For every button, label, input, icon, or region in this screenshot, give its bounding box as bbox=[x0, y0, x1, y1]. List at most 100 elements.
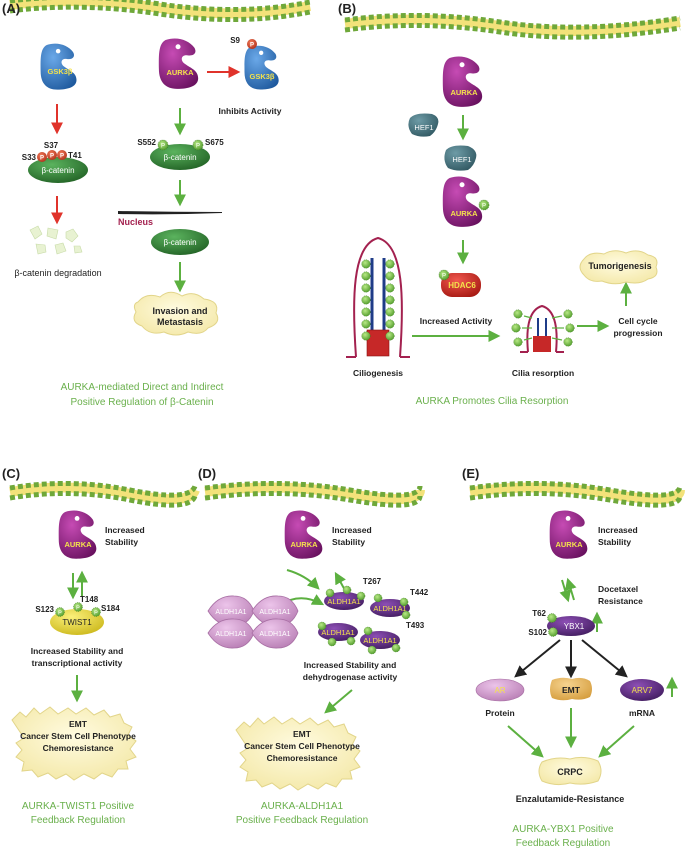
beta-catenin-left bbox=[28, 157, 88, 183]
panel-b-letter: (B) bbox=[338, 1, 356, 16]
effect-label-d-2: dehydrogenase activity bbox=[303, 672, 398, 682]
s33-label: S33 bbox=[22, 153, 37, 162]
cilium-resorbing bbox=[520, 304, 564, 353]
mrna-label: mRNA bbox=[629, 708, 655, 718]
aurka-label-b: AURKA bbox=[450, 88, 478, 97]
stability-label-e-1: Increased bbox=[598, 525, 638, 535]
svg-text:P: P bbox=[76, 606, 80, 612]
beta-catenin-nuclear-label: β-catenin bbox=[163, 238, 196, 247]
svg-text:P: P bbox=[40, 156, 44, 162]
hef1-free-label: HEF1 bbox=[414, 123, 433, 132]
beta-catenin-mid bbox=[150, 144, 210, 170]
panel-e-caption-1: AURKA-YBX1 Positive bbox=[512, 824, 614, 835]
panel-d-letter: (D) bbox=[198, 466, 216, 481]
invasion-label-1: Invasion and bbox=[152, 306, 207, 316]
panel-d-caption-2: Positive Feedback Regulation bbox=[236, 815, 368, 826]
effect-label-c-2: transcriptional activity bbox=[32, 658, 123, 668]
svg-text:P: P bbox=[161, 144, 165, 150]
phospho-aldh-label-2: ALDH1A1 bbox=[373, 604, 406, 613]
panel-a-letter: (A) bbox=[2, 1, 20, 16]
emt-label-c-1: EMT bbox=[69, 719, 88, 729]
membrane-c bbox=[9, 480, 200, 508]
arrow-ybx1-to-arv7 bbox=[581, 639, 628, 678]
protein-label: Protein bbox=[485, 708, 514, 718]
hef1-free bbox=[408, 113, 439, 137]
svg-text:P: P bbox=[60, 154, 64, 160]
membrane-d bbox=[204, 480, 425, 508]
ar-label: AR bbox=[494, 686, 505, 695]
beta-catenin-mid-label: β-catenin bbox=[163, 153, 196, 162]
arrow-ar-to-crpc bbox=[507, 725, 544, 758]
degradation-fragments bbox=[29, 225, 83, 255]
t267-label: T267 bbox=[363, 577, 382, 586]
gsk3b-label: GSK3β bbox=[47, 67, 72, 76]
arv7-mrna bbox=[620, 679, 664, 701]
beta-catenin-nuclear bbox=[151, 229, 209, 255]
panel-e-letter: (E) bbox=[462, 466, 479, 481]
tumorigenesis-label: Tumorigenesis bbox=[588, 261, 651, 271]
membrane-e bbox=[469, 480, 685, 508]
svg-text:P: P bbox=[94, 611, 98, 617]
gsk3b-inhibited-kinase bbox=[244, 45, 279, 90]
arrow-ybx1-to-ar bbox=[514, 639, 561, 678]
s675-label: S675 bbox=[205, 138, 224, 147]
nucleus-label: Nucleus bbox=[118, 217, 153, 227]
aurka-kinase-c bbox=[58, 510, 97, 559]
ybx1 bbox=[547, 616, 595, 636]
panel-a-caption-2: Positive Regulation of β-Catenin bbox=[70, 397, 213, 408]
t442-label: T442 bbox=[410, 588, 429, 597]
degradation-label: β-catenin degradation bbox=[14, 268, 101, 278]
docetaxel-label-2: Resistance bbox=[598, 596, 643, 606]
cilia-resorption-label: Cilia resorption bbox=[512, 368, 574, 378]
stability-label-c-1: Increased bbox=[105, 525, 145, 535]
twist1 bbox=[50, 609, 104, 635]
aurka-kinase-b bbox=[442, 56, 483, 107]
s37-label: S37 bbox=[44, 141, 59, 150]
beta-catenin-left-label: β-catenin bbox=[41, 166, 74, 175]
hef1-bound-label: HEF1 bbox=[452, 155, 471, 164]
panel-b-caption: AURKA Promotes Cilia Resorption bbox=[416, 396, 569, 407]
phospho-cluster-left: P P P bbox=[37, 150, 67, 162]
arrow-arv7-to-crpc bbox=[598, 725, 635, 758]
stability-label-c-2: Stability bbox=[105, 537, 138, 547]
nuclear-envelope bbox=[118, 211, 222, 215]
stability-label-d-1: Increased bbox=[332, 525, 372, 535]
released-phospho-dots bbox=[511, 309, 575, 347]
emt-cloud-c bbox=[11, 706, 137, 781]
svg-text:P: P bbox=[482, 204, 486, 210]
cilium-full bbox=[346, 236, 410, 358]
cell-cycle-label-1: Cell cycle bbox=[618, 316, 657, 326]
panel-e-caption-2: Feedback Regulation bbox=[516, 838, 611, 849]
aurka-label-e: AURKA bbox=[555, 540, 583, 549]
panel-c-letter: (C) bbox=[2, 466, 20, 481]
tumorigenesis-cloud bbox=[579, 250, 658, 285]
invasion-label-2: Metastasis bbox=[157, 317, 203, 327]
increased-activity-label: Increased Activity bbox=[420, 316, 493, 326]
arrow-ybx1-to-aurka bbox=[565, 577, 577, 601]
panel-c: (C) AURKA Increased Stability TWIST1 P P… bbox=[2, 466, 145, 826]
inhibits-activity-label: Inhibits Activity bbox=[219, 106, 282, 116]
panel-d: (D) AURKA Increased Stability ALDH1A1 AL… bbox=[198, 466, 429, 826]
hdac6 bbox=[441, 273, 481, 297]
cell-cycle-label-2: progression bbox=[613, 328, 662, 338]
panel-a: (A) GSK3β AURKA GSK3β P S9 Inhibits Acti… bbox=[2, 1, 282, 408]
stability-label-d-2: Stability bbox=[332, 537, 365, 547]
phospho-pair-mid: P P bbox=[157, 139, 204, 151]
release-arrows bbox=[522, 315, 564, 341]
s102-label: S102 bbox=[528, 628, 547, 637]
aldh1a1-tetramer bbox=[207, 595, 299, 649]
phospho-aldh-label-1: ALDH1A1 bbox=[327, 597, 360, 606]
aurka-bound-label: AURKA bbox=[450, 209, 478, 218]
emt-label-d-2: Cancer Stem Cell Phenotype bbox=[244, 741, 360, 751]
tetramer-label-1: ALDH1A1 bbox=[215, 609, 246, 616]
docetaxel-label-1: Docetaxel bbox=[598, 584, 638, 594]
svg-text:P: P bbox=[196, 144, 200, 150]
membrane-a bbox=[9, 0, 311, 23]
phospho-ybx1 bbox=[547, 613, 558, 637]
twist1-label: TWIST1 bbox=[62, 618, 92, 627]
phospho-dots-aldh bbox=[317, 585, 411, 655]
phospho-s9-letter: P bbox=[250, 43, 254, 49]
tetramer-label-3: ALDH1A1 bbox=[215, 631, 246, 638]
